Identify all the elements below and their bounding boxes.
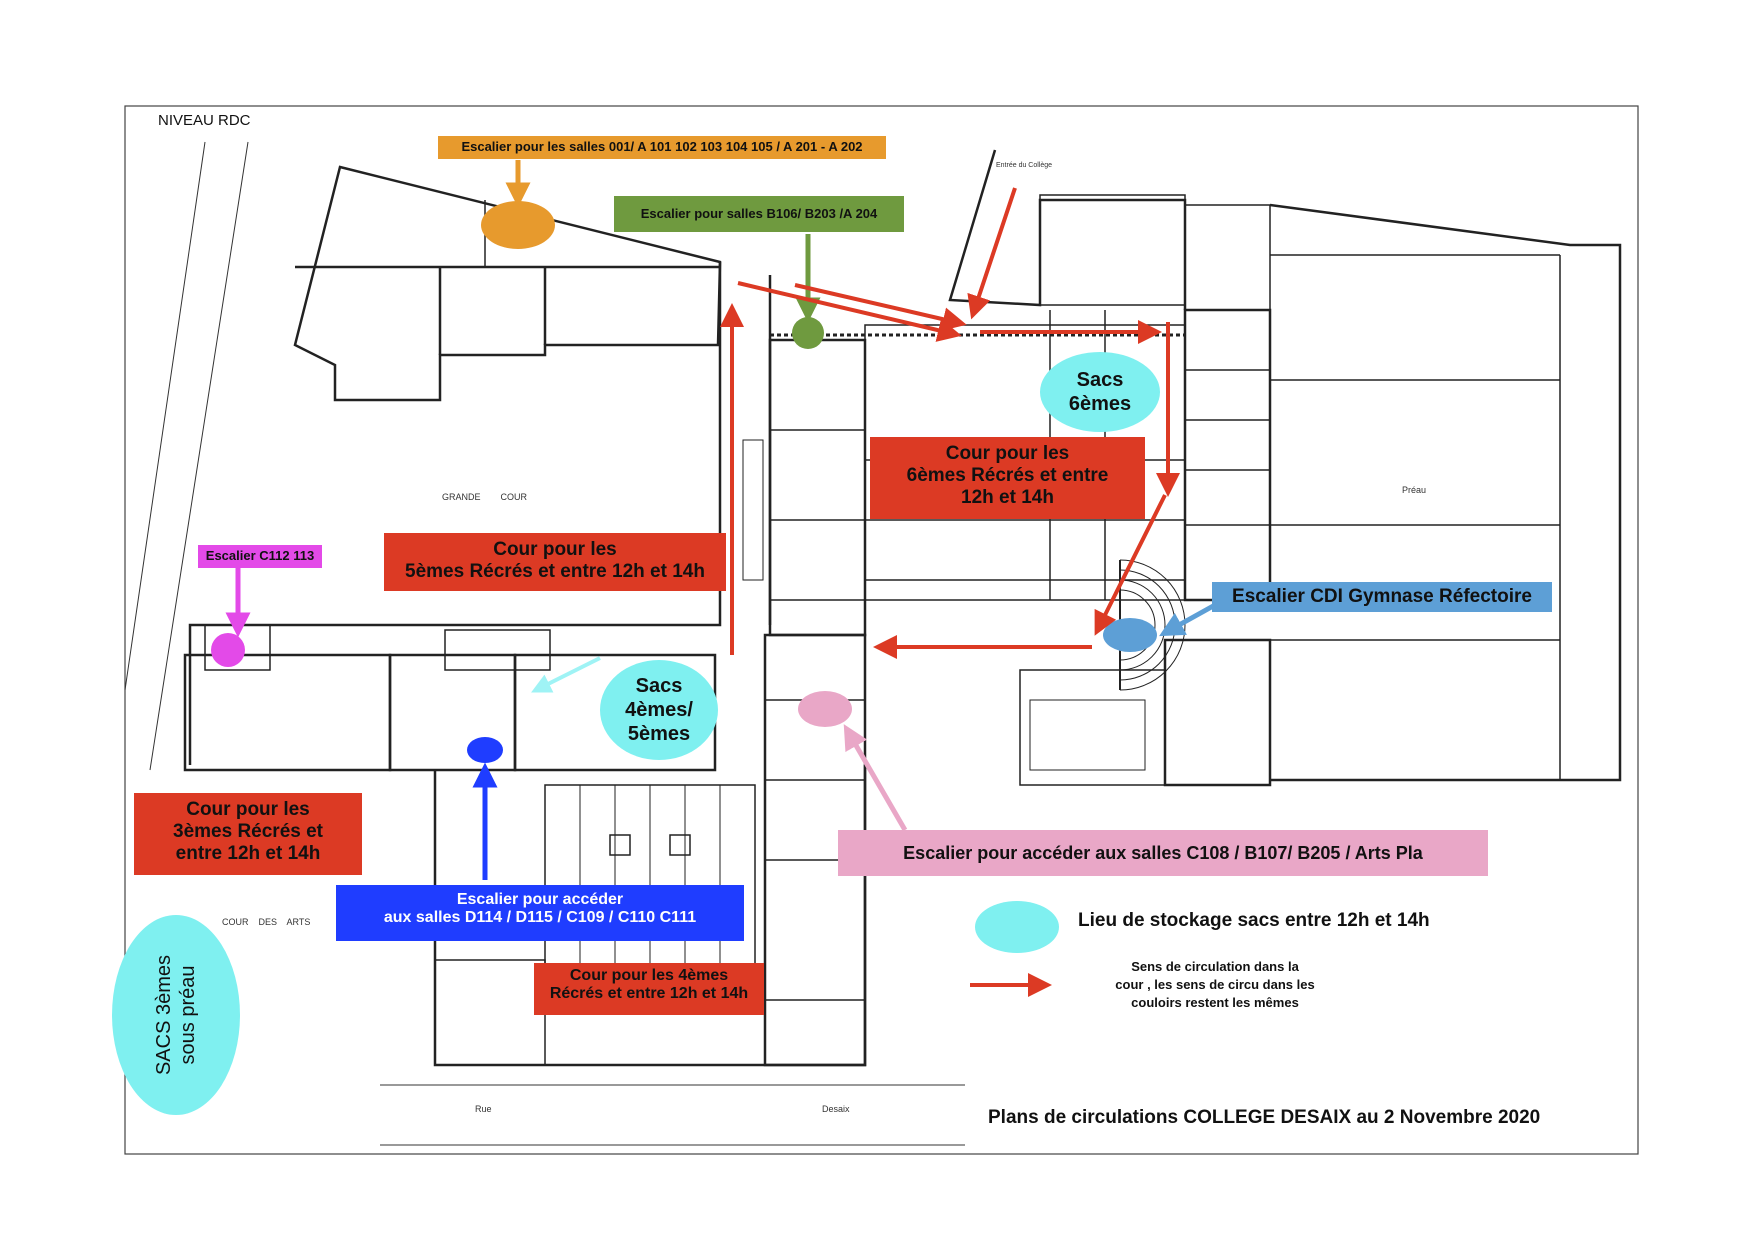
legend-direction-line2: cour , les sens de circu dans les [1115, 977, 1315, 993]
court-label-6emes: Cour pour les 6èmes Récrés et entre 12h … [870, 437, 1145, 519]
court-label-5emes: Cour pour les 5èmes Récrés et entre 12h … [384, 533, 726, 591]
bags-6-line1: Sacs [1076, 369, 1124, 391]
court-3-line1: Cour pour les [186, 799, 310, 820]
stair-label-blue-line1: Escalier pour accéder [456, 891, 624, 908]
bags-6emes: Sacs 6èmes [1040, 352, 1160, 432]
stair-label-pink: Escalier pour accéder aux salles C108 / … [838, 830, 1488, 876]
stair-label-green: Escalier pour salles B106/ B203 /A 204 [614, 196, 904, 232]
bags-3emes: SACS 3èmes sous préau [112, 915, 240, 1115]
circulation-arrow [967, 187, 1017, 320]
court-label-4emes: Cour pour les 4èmes Récrés et entre 12h … [534, 963, 764, 1015]
stair-marker-orange [481, 201, 555, 249]
bags-3emes-text: SACS 3èmes sous préau [152, 951, 200, 1079]
stair-marker-green [792, 317, 824, 349]
stair-marker-cdi [1103, 618, 1157, 652]
stair-label-orange: Escalier pour les salles 001/ A 101 102 … [438, 136, 886, 159]
level-label: NIVEAU RDC [158, 112, 251, 129]
court-5-line2: 5èmes Récrés et entre 12h et 14h [405, 560, 705, 582]
bags-4emes-5emes: Sacs 4èmes/ 5èmes [600, 660, 718, 760]
bags-3-line2: sous préau [177, 965, 199, 1065]
legend-storage-text: Lieu de stockage sacs entre 12h et 14h [1078, 910, 1430, 931]
bags-3-line1: SACS 3èmes [153, 954, 175, 1076]
pointer-bags-45 [531, 656, 601, 693]
plan-text-grande-cour: GRANDE COUR [442, 492, 528, 502]
bags-45-line3: 5èmes [627, 723, 691, 745]
plan-text-cour-des-arts: COUR DES ARTS [222, 917, 311, 927]
map-frame [124, 105, 1639, 1155]
plan-text-desaix: Desaix [822, 1104, 850, 1114]
plan-text-entree: Entrée du Collège [996, 162, 1053, 169]
stair-marker-blue [467, 737, 503, 763]
legend-direction-text: Sens de circulation dans la cour , les s… [1080, 958, 1350, 1013]
court-4-line1: Cour pour les 4èmes [569, 967, 729, 984]
building-a-wing [293, 165, 722, 402]
stair-marker-pink [798, 691, 852, 727]
street-line [124, 141, 206, 691]
legend-direction-line1: Sens de circulation dans la [1131, 959, 1299, 974]
circulation-arrow [737, 281, 962, 342]
street-line [149, 141, 249, 771]
court-6-line3: 12h et 14h [961, 486, 1054, 508]
bags-45-line1: Sacs [635, 675, 683, 697]
court-5-line1: Cour pour les [493, 539, 617, 560]
bags-6-line2: 6èmes [1068, 393, 1132, 415]
pointer-cdi [1159, 602, 1217, 637]
circulation-arrow [794, 283, 967, 331]
stair-label-blue: Escalier pour accéder aux salles D114 / … [336, 885, 744, 941]
stair-marker-magenta [211, 633, 245, 667]
legend-direction-line3: couloirs restent les mêmes [1131, 995, 1299, 1011]
court-label-3emes: Cour pour les 3èmes Récrés et entre 12h … [134, 793, 362, 875]
building-gymnasium [1019, 203, 1622, 787]
court-6-line2: 6èmes Récrés et entre [906, 464, 1109, 486]
stair-label-cdi: Escalier CDI Gymnase Réfectoire [1212, 582, 1552, 612]
building-c-wing [183, 624, 717, 772]
pointer-pink [843, 724, 908, 832]
circulation-arrows [720, 187, 1180, 997]
court-4-line2: Récrés et entre 12h et 14h [549, 985, 749, 1003]
court-3-line2: 3èmes Récrés et [173, 820, 323, 842]
court-6-line1: Cour pour les [945, 443, 1070, 464]
plan-text-preau: Préau [1402, 485, 1427, 495]
legend-storage-swatch [975, 901, 1059, 953]
stair-label-blue-line2: aux salles D114 / D115 / C109 / C110 C11… [383, 909, 697, 927]
court-3-line3: entre 12h et 14h [175, 842, 321, 864]
page-title: Plans de circulations COLLEGE DESAIX au … [988, 1107, 1541, 1128]
bags-45-line2: 4èmes/ [625, 699, 693, 721]
circulation-arrow [1094, 494, 1167, 636]
plan-text-rue: Rue [475, 1104, 492, 1114]
stair-label-magenta: Escalier C112 113 [198, 545, 322, 568]
